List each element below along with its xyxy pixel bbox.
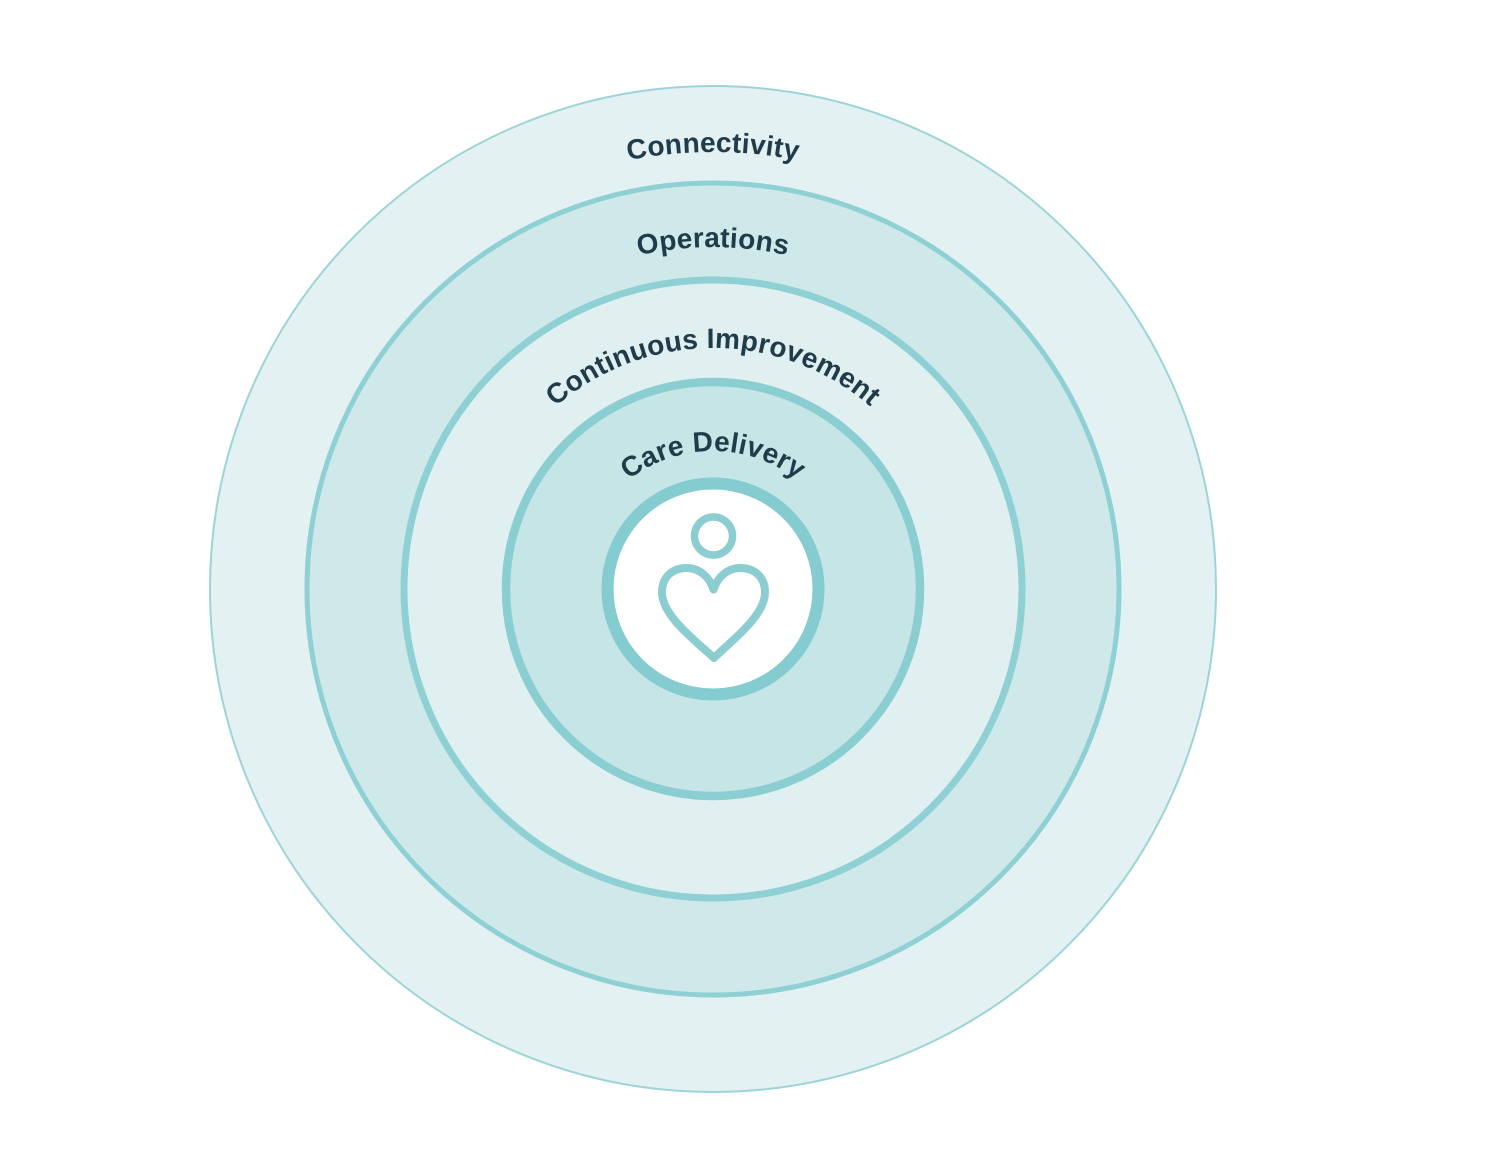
person-heart-icon — [658, 513, 769, 662]
person-head-icon — [690, 513, 737, 559]
heart-body-icon — [658, 564, 769, 662]
